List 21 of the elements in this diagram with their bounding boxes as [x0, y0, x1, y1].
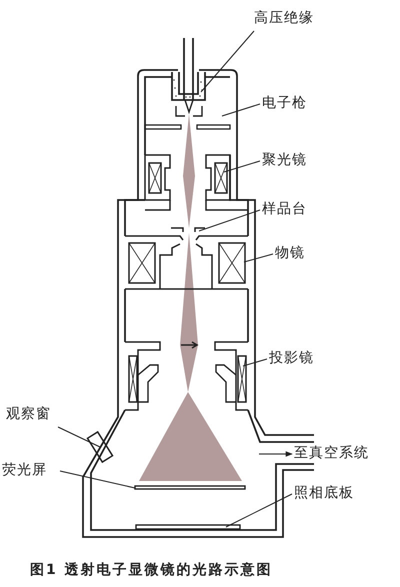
leader-line	[224, 160, 260, 172]
leader-line	[242, 358, 268, 366]
figure-caption: 图1 透射电子显微镜的光路示意图	[30, 561, 273, 579]
leader-line	[244, 254, 274, 262]
part-label: 至真空系统	[294, 444, 390, 464]
part-label: 照相底板	[294, 484, 366, 504]
part-label: 聚光镜	[262, 151, 318, 171]
part-label: 荧光屏	[2, 461, 58, 481]
arrow	[258, 451, 293, 457]
part-label: 投影镜	[269, 349, 325, 369]
leader-line	[60, 470, 136, 488]
leader-line	[200, 30, 254, 92]
part-label: 物镜	[275, 244, 315, 264]
part-label: 样品台	[262, 200, 318, 220]
leader-line	[198, 210, 260, 232]
part-label: 高压绝缘	[254, 9, 324, 29]
leader-line	[58, 426, 100, 448]
part-label: 观察窗	[6, 405, 62, 425]
leader-line	[226, 494, 292, 528]
part-label: 电子枪	[262, 94, 318, 114]
leader-line	[222, 104, 260, 116]
